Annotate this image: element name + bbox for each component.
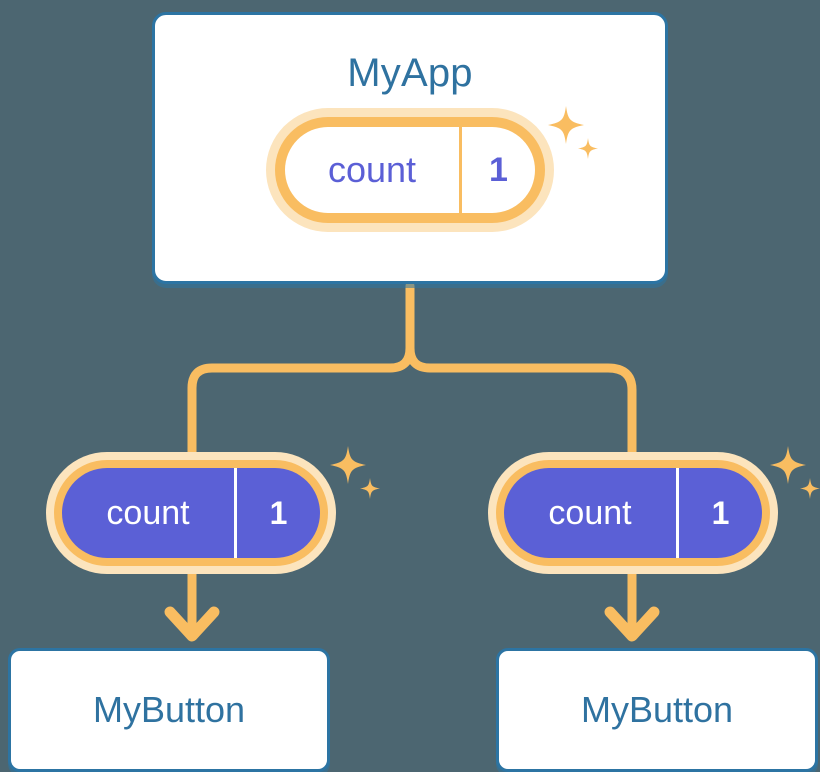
mybutton-label-left: MyButton: [92, 689, 246, 730]
sparkle-small-icon: [360, 478, 380, 499]
pill-to-button-arrow-right: [604, 572, 660, 642]
parent-state-value: 1: [489, 150, 508, 189]
parent-to-children-branch: [187, 281, 637, 457]
pill-to-button-arrow-left: [164, 572, 220, 642]
pill-body: count 1: [504, 468, 762, 558]
pill-divider: [234, 468, 237, 558]
pill-divider: [459, 127, 462, 213]
parent-state-key: count: [327, 149, 417, 190]
pill-divider: [676, 468, 679, 558]
child-state-value-left: 1: [269, 494, 288, 531]
myapp-title: MyApp: [347, 51, 473, 95]
child-state-key-right: count: [548, 493, 632, 532]
pill-body: count 1: [285, 127, 535, 213]
child-state-pill-right[interactable]: count 1: [488, 452, 778, 574]
mybutton-card-right[interactable]: MyButton: [496, 648, 818, 772]
pill-body: count 1: [62, 468, 320, 558]
mybutton-label-right: MyButton: [580, 689, 734, 730]
parent-state-pill[interactable]: count 1: [266, 108, 554, 232]
sparkle-small-icon: [800, 478, 820, 499]
mybutton-card-left[interactable]: MyButton: [8, 648, 330, 772]
child-state-pill-left[interactable]: count 1: [46, 452, 336, 574]
child-state-key-left: count: [106, 493, 190, 532]
child-state-value-right: 1: [711, 494, 730, 531]
